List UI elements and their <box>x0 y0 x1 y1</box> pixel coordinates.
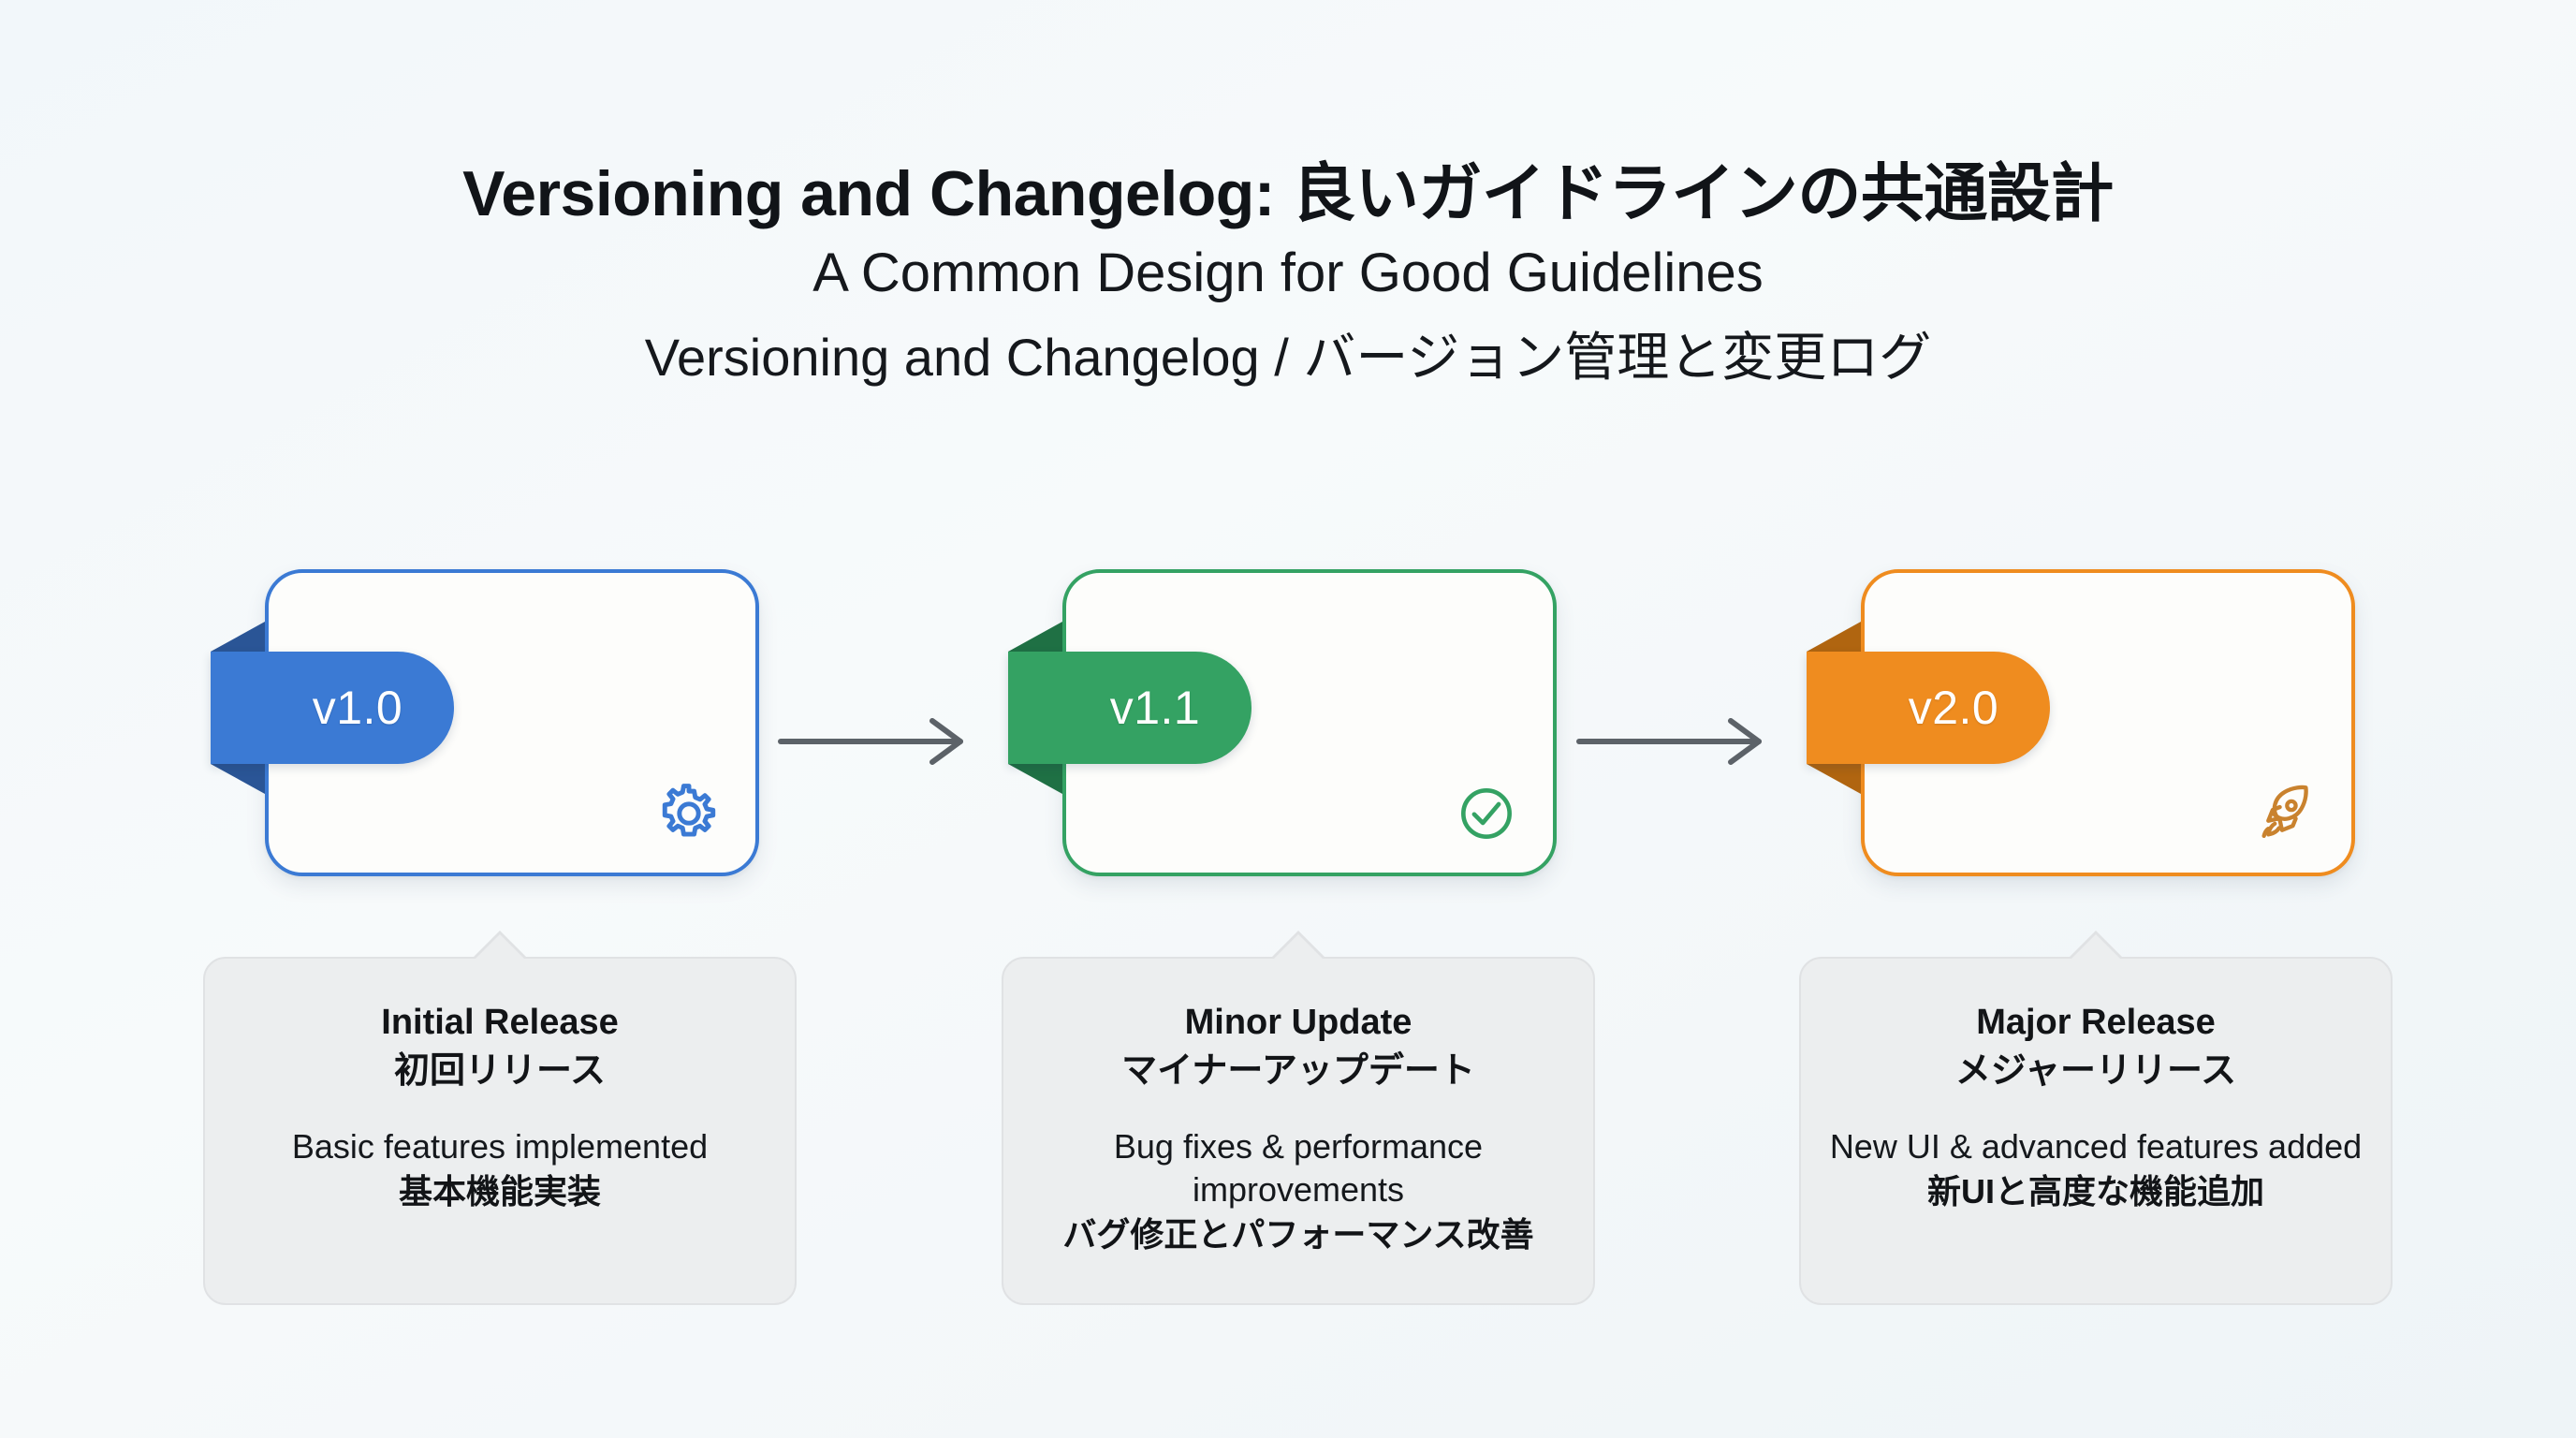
version-badge-label: v1.0 <box>312 682 403 734</box>
version-card[interactable] <box>1062 569 1557 876</box>
version-description-callout: Initial Release 初回リリース Basic features im… <box>203 931 797 1305</box>
ribbon-body: v2.0 <box>1807 652 2050 764</box>
ribbon-fold-top <box>211 622 265 652</box>
callout-desc-en: Bug fixes & performance improvements <box>1113 1127 1484 1210</box>
version-badge-label: v1.1 <box>1109 682 1201 734</box>
ribbon-fold-bottom <box>1008 764 1062 794</box>
ribbon-body: v1.1 <box>1008 652 1251 764</box>
arrow-v1-1-to-v2-0 <box>1575 713 1772 770</box>
callout-pointer-inner <box>1273 934 1324 960</box>
version-card[interactable] <box>265 569 759 876</box>
callout-title-en: Minor Update <box>1184 1003 1412 1042</box>
callout-title-ja: マイナーアップデート <box>1121 1050 1475 1091</box>
callout-title-en: Major Release <box>1976 1003 2216 1042</box>
callout-desc-ja: 新UIと高度な機能追加 <box>1926 1172 2264 1211</box>
ribbon-fold-top <box>1008 622 1062 652</box>
ribbon-fold-top <box>1807 622 1861 652</box>
check-circle-icon <box>1452 779 1521 848</box>
ribbon-fold-bottom <box>1807 764 1861 794</box>
version-description-callout: Minor Update マイナーアップデート Bug fixes & perf… <box>1002 931 1595 1305</box>
gear-icon <box>654 779 724 848</box>
page-subtitle-bilingual: Versioning and Changelog / バージョン管理と変更ログ <box>644 328 1932 388</box>
page-title-block: Versioning and Changelog: 良いガイドラインの共通設計 … <box>0 157 2576 389</box>
callout-desc-en: Basic features implemented <box>291 1127 709 1167</box>
page-title: Versioning and Changelog: 良いガイドラインの共通設計 <box>462 158 2114 229</box>
page-subtitle: A Common Design for Good Guidelines <box>812 242 1764 303</box>
ribbon-fold-bottom <box>211 764 265 794</box>
callout-title-ja: 初回リリース <box>393 1050 607 1091</box>
version-node-v1-0[interactable]: v1.0 <box>211 569 759 876</box>
version-badge-ribbon: v2.0 <box>1807 622 2050 794</box>
version-node-v1-1[interactable]: v1.1 <box>1008 569 1557 876</box>
version-badge-ribbon: v1.0 <box>211 622 454 794</box>
callout-title-en: Initial Release <box>381 1003 619 1042</box>
arrow-v1-0-to-v1-1 <box>777 713 973 770</box>
callout-desc-en: New UI & advanced features added <box>1829 1127 2363 1167</box>
version-node-v2-0[interactable]: v2.0 <box>1807 569 2355 876</box>
callout-desc-ja: バグ修正とパフォーマンス改善 <box>1062 1215 1534 1255</box>
ribbon-body: v1.0 <box>211 652 454 764</box>
version-description-callout: Major Release メジャーリリース New UI & advanced… <box>1799 931 2393 1305</box>
callout-pointer-inner <box>475 934 525 960</box>
version-badge-label: v2.0 <box>1908 682 1999 734</box>
version-badge-ribbon: v1.1 <box>1008 622 1251 794</box>
callout-title-ja: メジャーリリース <box>1954 1050 2237 1091</box>
rocket-icon <box>2250 779 2320 848</box>
callout-pointer-inner <box>2071 934 2121 960</box>
callout-desc-ja: 基本機能実装 <box>398 1172 601 1211</box>
